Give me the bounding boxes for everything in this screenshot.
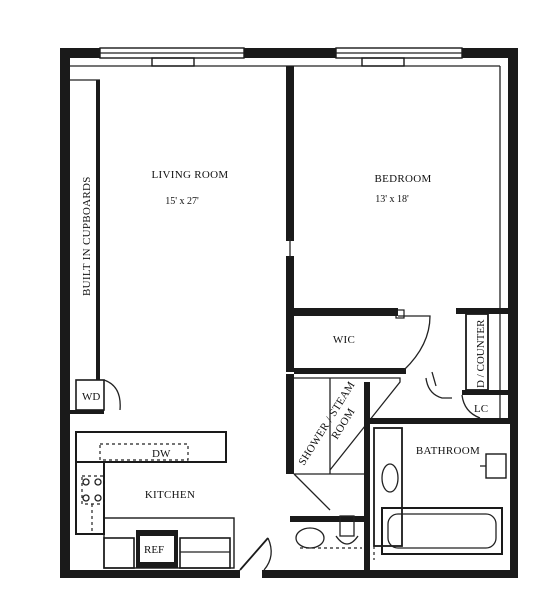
d-counter-label: D / COUNTER: [475, 319, 487, 388]
bedroom-label: BEDROOM: [374, 173, 431, 185]
window-bedroom: [335, 47, 463, 67]
wd-closet: [70, 379, 121, 414]
kitchen-counters: [75, 431, 235, 569]
window-living-room: [99, 47, 245, 67]
entry-door: [239, 537, 272, 571]
wd-label: WD: [82, 391, 100, 403]
kitchen-label: KITCHEN: [145, 489, 195, 501]
shower-walls: [286, 374, 401, 511]
lc-closet: [461, 390, 510, 419]
living-room-label: LIVING ROOM: [152, 169, 229, 181]
living-room-dimensions: 15' x 27': [165, 196, 199, 207]
dw-label: DW: [152, 448, 171, 460]
partition-wall: [286, 66, 508, 316]
wic-label: WIC: [333, 334, 355, 346]
wic-walls: [286, 309, 431, 374]
ref-label: REF: [144, 544, 164, 556]
built-in-cupboards: [70, 79, 100, 380]
bedroom-dimensions: 13' x 18': [375, 194, 409, 205]
exterior-walls: [60, 48, 518, 578]
bathroom-label: BATHROOM: [416, 445, 480, 457]
built-in-cupboards-label: BUILT IN CUPBOARDS: [81, 176, 93, 296]
bathroom-walls: [370, 371, 510, 560]
lc-label: LC: [474, 403, 488, 415]
toilet-area: [290, 482, 370, 572]
